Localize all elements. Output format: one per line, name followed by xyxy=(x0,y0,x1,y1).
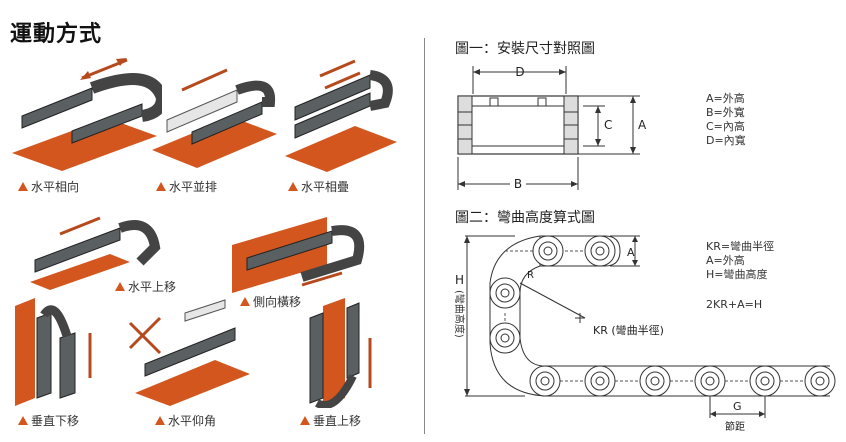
triangle-icon xyxy=(240,297,250,306)
caption-vertical-up: 垂直上移 xyxy=(300,412,361,429)
triangle-icon xyxy=(156,182,166,191)
fig2-legend: KR=彎曲半徑 A=外高 H=彎曲高度 xyxy=(706,240,774,282)
fig2-legend-a: A=外高 xyxy=(706,254,745,267)
caption-horizontal-opposite: 水平相向 xyxy=(18,178,79,195)
triangle-icon xyxy=(18,416,28,425)
fig2-title: 圖二：彎曲高度算式圖 xyxy=(455,210,595,226)
fig2-dim-a: A xyxy=(627,246,635,259)
fig1-dim-d: D xyxy=(515,65,524,79)
fig2-kr-label: KR (彎曲半徑) xyxy=(593,323,664,337)
fig2-pins xyxy=(489,235,836,397)
fig1-legend-a: A=外高 xyxy=(706,92,745,105)
illustration-horizontal-opposite xyxy=(12,58,162,171)
illustration-vertical-up xyxy=(309,298,372,408)
fig2-formula: 2KR+A=H xyxy=(706,298,763,311)
caption-side-traverse: 側向橫移 xyxy=(240,293,301,310)
fig1-cross-section: D C A B xyxy=(457,65,647,191)
caption-horizontal-parallel: 水平並排 xyxy=(156,178,217,195)
illustration-side-traverse xyxy=(232,217,365,293)
page-title: 運動方式 xyxy=(10,22,103,47)
fig2-legend-kr: KR=彎曲半徑 xyxy=(706,240,775,253)
fig2-legend-h: H=彎曲高度 xyxy=(706,268,768,281)
triangle-icon xyxy=(155,416,165,425)
fig1-legend-c: C=內高 xyxy=(706,120,745,133)
triangle-icon xyxy=(115,282,125,291)
fig2-dim-h: H xyxy=(455,273,464,287)
triangle-icon xyxy=(18,182,28,191)
fig2-dim-g: G xyxy=(733,400,742,413)
fig2-g-label: 節距 xyxy=(725,420,745,433)
fig1-dim-b: B xyxy=(514,177,522,191)
triangle-icon xyxy=(288,182,298,191)
fig1-dim-c: C xyxy=(604,118,612,132)
fig1-legend-d: D=內寬 xyxy=(706,134,746,147)
fig1-title: 圖一：安裝尺寸對照圖 xyxy=(455,41,595,57)
illustration-vertical-down xyxy=(15,298,92,406)
illustration-horizontal-parallel xyxy=(152,68,277,168)
illustration-horizontal-up xyxy=(30,216,161,290)
illustration-horizontal-stacked xyxy=(285,59,397,172)
fig2-h-vertical-label: (彎曲高度) xyxy=(453,290,466,338)
caption-vertical-down: 垂直下移 xyxy=(18,412,79,429)
fig1-legend: A=外高 B=外寬 C=內高 D=內寬 xyxy=(706,92,746,148)
fig2-dim-r: R xyxy=(527,270,534,281)
fig1-legend-b: B=外寬 xyxy=(706,106,745,119)
caption-horizontal-up: 水平上移 xyxy=(115,278,176,295)
fig1-dim-a: A xyxy=(638,118,647,132)
illustration-horizontal-elevation xyxy=(128,299,250,406)
caption-horizontal-stacked: 水平相疊 xyxy=(288,178,349,195)
fig2-bend-diagram: H (彎曲高度) A R KR (彎曲半徑) G 節距 xyxy=(453,235,836,433)
triangle-icon xyxy=(300,416,310,425)
caption-horizontal-elevation: 水平仰角 xyxy=(155,412,216,429)
panel-divider xyxy=(424,38,425,434)
